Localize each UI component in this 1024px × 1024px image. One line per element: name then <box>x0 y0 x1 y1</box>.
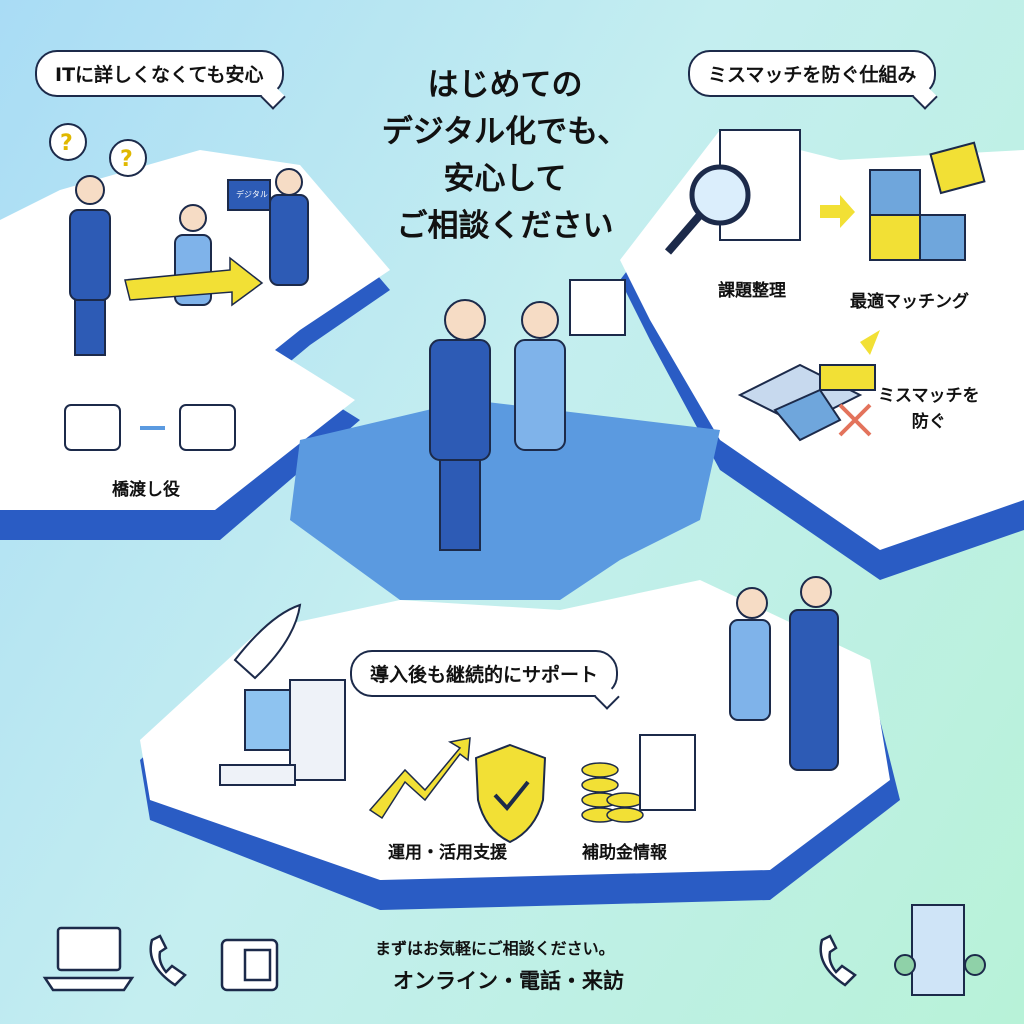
prevent-mismatch-label: ミスマッチを 防ぐ <box>878 383 980 435</box>
document-icon <box>639 734 696 811</box>
prevent-mismatch-line1: ミスマッチを <box>878 386 980 406</box>
puzzle-assembled-icon <box>737 363 876 442</box>
operation-support-label: 運用・活用支援 <box>388 843 507 863</box>
svg-text:?: ? <box>120 147 133 172</box>
check-icon <box>493 780 530 812</box>
headline: はじめての デジタル化でも、 安心して ご相談ください <box>355 62 655 250</box>
yellow-arrow-right <box>820 195 855 228</box>
issue-sorting-label: 課題整理 <box>718 281 786 301</box>
flowchart-icon <box>64 404 121 451</box>
people-center <box>429 299 566 551</box>
subsidy-info-label: 補助金情報 <box>582 843 667 863</box>
laptop-screen-text: デジタル <box>236 190 268 199</box>
headline-line: はじめての <box>427 67 583 103</box>
cross-icon <box>838 403 872 437</box>
building-icon <box>894 904 986 996</box>
question-icon <box>49 123 147 177</box>
bridge-role-label: 橋渡し役 <box>112 480 180 500</box>
computer-icon <box>219 679 346 786</box>
bottom-speech-bubble: 導入後も継続的にサポート <box>350 650 619 697</box>
phone-icon <box>149 934 187 987</box>
puzzle-icon <box>869 141 986 261</box>
yellow-arrow-left <box>124 256 264 307</box>
growth-arrow <box>368 737 471 820</box>
footer-laptop-icon <box>42 926 135 992</box>
headline-line: デジタル化でも、 <box>381 114 629 150</box>
footer-line2: オンライン・電話・来訪 <box>393 969 624 993</box>
gears-icon <box>179 404 236 451</box>
svg-text:?: ? <box>60 131 73 156</box>
center-walkway <box>290 400 720 600</box>
right-speech-bubble: ミスマッチを防ぐ仕組み <box>688 50 937 97</box>
headline-line: ご相談ください <box>396 208 614 244</box>
prevent-mismatch-line2: 防ぐ <box>911 412 946 432</box>
shield-icon <box>474 743 547 844</box>
laptop-icon <box>227 179 271 211</box>
desk-phone-icon <box>220 938 279 992</box>
coins-icon <box>581 762 644 823</box>
people-bottom-right <box>729 576 839 771</box>
footer-line1: まずはお気軽にご相談ください。 <box>375 939 615 958</box>
phone-icon-right <box>819 934 857 987</box>
headline-line: 安心して <box>443 161 567 197</box>
chart-board-icon <box>569 279 626 336</box>
optimal-matching-label: 最適マッチング <box>850 292 969 312</box>
yellow-arrow-down <box>860 330 880 355</box>
rocket-icon <box>233 603 302 680</box>
magnifier-icon <box>689 164 751 226</box>
left-speech-bubble: ITに詳しくなくても安心 <box>35 50 284 97</box>
